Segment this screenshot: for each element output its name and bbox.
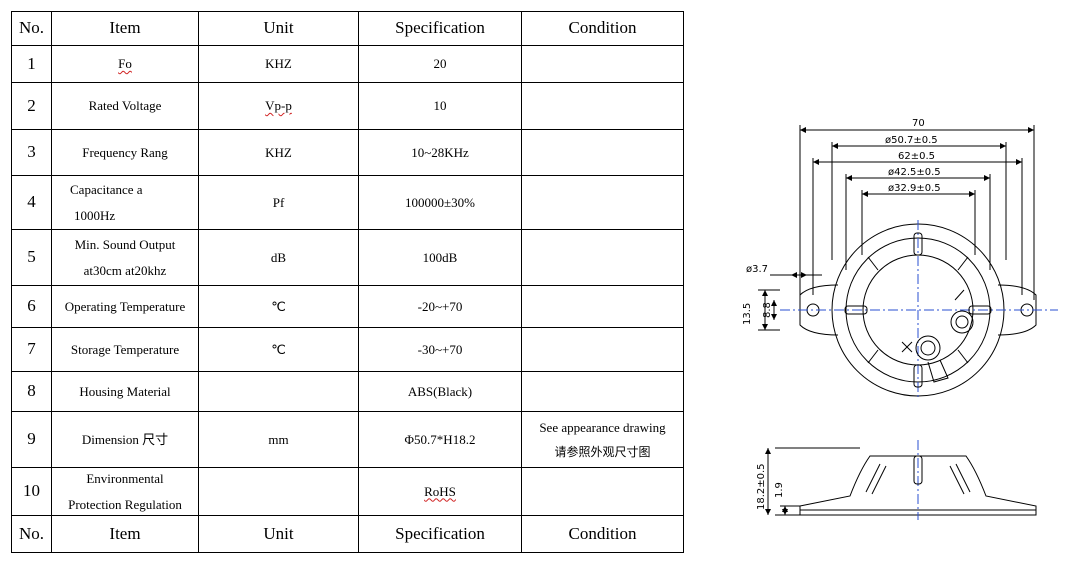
svg-text:62±0.5: 62±0.5 <box>898 151 935 162</box>
row-item: Fo <box>51 45 199 83</box>
row-spec: -20~+70 <box>358 285 522 328</box>
svg-text:8.8: 8.8 <box>762 302 773 318</box>
table-row: 6 Operating Temperature ℃ -20~+70 <box>11 285 684 328</box>
table-row: 7 Storage Temperature ℃ -30~+70 <box>11 327 684 372</box>
row-no: 1 <box>11 45 52 83</box>
row-item: Capacitance a 1000Hz <box>51 175 199 230</box>
row-item: Dimension 尺寸 <box>51 411 199 468</box>
svg-text:18.2±0.5: 18.2±0.5 <box>756 463 767 510</box>
footer-condition: Condition <box>521 515 684 553</box>
row-condition <box>521 175 684 230</box>
header-no: No. <box>11 11 52 46</box>
footer-item: Item <box>51 515 199 553</box>
row-spec: RoHS <box>358 467 522 516</box>
row-condition <box>521 229 684 286</box>
svg-text:1.9: 1.9 <box>774 482 785 498</box>
row-condition <box>521 285 684 328</box>
specification-table: No. Item Unit Specification Condition 1 … <box>11 11 684 553</box>
svg-text:ø3.7: ø3.7 <box>746 264 768 275</box>
header-condition: Condition <box>521 11 684 46</box>
row-item: Operating Temperature <box>51 285 199 328</box>
row-no: 10 <box>11 467 52 516</box>
table-row: 5 Min. Sound Output at30cm at20khz dB 10… <box>11 229 684 286</box>
footer-no: No. <box>11 515 52 553</box>
row-unit: ℃ <box>198 327 359 372</box>
row-spec: 100dB <box>358 229 522 286</box>
table-row: 1 Fo KHZ 20 <box>11 45 684 83</box>
row-item: Frequency Rang <box>51 129 199 176</box>
row-spec: 100000±30% <box>358 175 522 230</box>
row-spec: 10~28KHz <box>358 129 522 176</box>
header-specification: Specification <box>358 11 522 46</box>
table-row: 8 Housing Material ABS(Black) <box>11 371 684 412</box>
row-spec: ABS(Black) <box>358 371 522 412</box>
svg-text:13.5: 13.5 <box>742 303 753 325</box>
table-row: 9 Dimension 尺寸 mm Φ50.7*H18.2 See appear… <box>11 411 684 468</box>
row-item: Min. Sound Output at30cm at20khz <box>51 229 199 286</box>
header-item: Item <box>51 11 199 46</box>
row-condition <box>521 467 684 516</box>
row-spec: -30~+70 <box>358 327 522 372</box>
row-item: Storage Temperature <box>51 327 199 372</box>
header-row: No. Item Unit Specification Condition <box>11 11 684 46</box>
footer-header-row: No. Item Unit Specification Condition <box>11 515 684 553</box>
buzzer-dimension-drawing: 70 ø50.7±0.5 62±0.5 ø42.5±0.5 ø32.9±0.5 … <box>742 118 1058 520</box>
row-item: Housing Material <box>51 371 199 412</box>
row-condition <box>521 82 684 130</box>
row-spec: Φ50.7*H18.2 <box>358 411 522 468</box>
row-condition: See appearance drawing 请参照外观尺寸图 <box>521 411 684 468</box>
svg-text:ø42.5±0.5: ø42.5±0.5 <box>888 167 941 178</box>
row-unit <box>198 371 359 412</box>
row-spec: 10 <box>358 82 522 130</box>
row-unit: mm <box>198 411 359 468</box>
row-item: Rated Voltage <box>51 82 199 130</box>
row-unit: Pf <box>198 175 359 230</box>
header-unit: Unit <box>198 11 359 46</box>
row-no: 6 <box>11 285 52 328</box>
row-condition <box>521 371 684 412</box>
row-unit: ℃ <box>198 285 359 328</box>
row-unit: KHZ <box>198 45 359 83</box>
side-view-labels: 18.2±0.5 1.9 <box>756 463 785 510</box>
svg-text:ø32.9±0.5: ø32.9±0.5 <box>888 183 941 194</box>
row-no: 2 <box>11 82 52 130</box>
table-row: 4 Capacitance a 1000Hz Pf 100000±30% <box>11 175 684 230</box>
top-view <box>758 125 1058 400</box>
table-row: 10 Environmental Protection Regulation R… <box>11 467 684 516</box>
row-no: 7 <box>11 327 52 372</box>
row-no: 8 <box>11 371 52 412</box>
row-no: 4 <box>11 175 52 230</box>
side-view <box>765 440 1037 520</box>
row-no: 5 <box>11 229 52 286</box>
footer-specification: Specification <box>358 515 522 553</box>
svg-text:ø50.7±0.5: ø50.7±0.5 <box>885 135 938 146</box>
row-unit <box>198 467 359 516</box>
row-unit: Vp-p <box>198 82 359 130</box>
row-condition <box>521 45 684 83</box>
row-item: Environmental Protection Regulation <box>51 467 199 516</box>
row-unit: dB <box>198 229 359 286</box>
row-no: 3 <box>11 129 52 176</box>
row-condition <box>521 129 684 176</box>
top-view-labels: 70 ø50.7±0.5 62±0.5 ø42.5±0.5 ø32.9±0.5 … <box>742 118 941 325</box>
table-row: 2 Rated Voltage Vp-p 10 <box>11 82 684 130</box>
svg-text:70: 70 <box>912 118 925 129</box>
row-no: 9 <box>11 411 52 468</box>
row-condition <box>521 327 684 372</box>
table-row: 3 Frequency Rang KHZ 10~28KHz <box>11 129 684 176</box>
row-unit: KHZ <box>198 129 359 176</box>
footer-unit: Unit <box>198 515 359 553</box>
row-spec: 20 <box>358 45 522 83</box>
